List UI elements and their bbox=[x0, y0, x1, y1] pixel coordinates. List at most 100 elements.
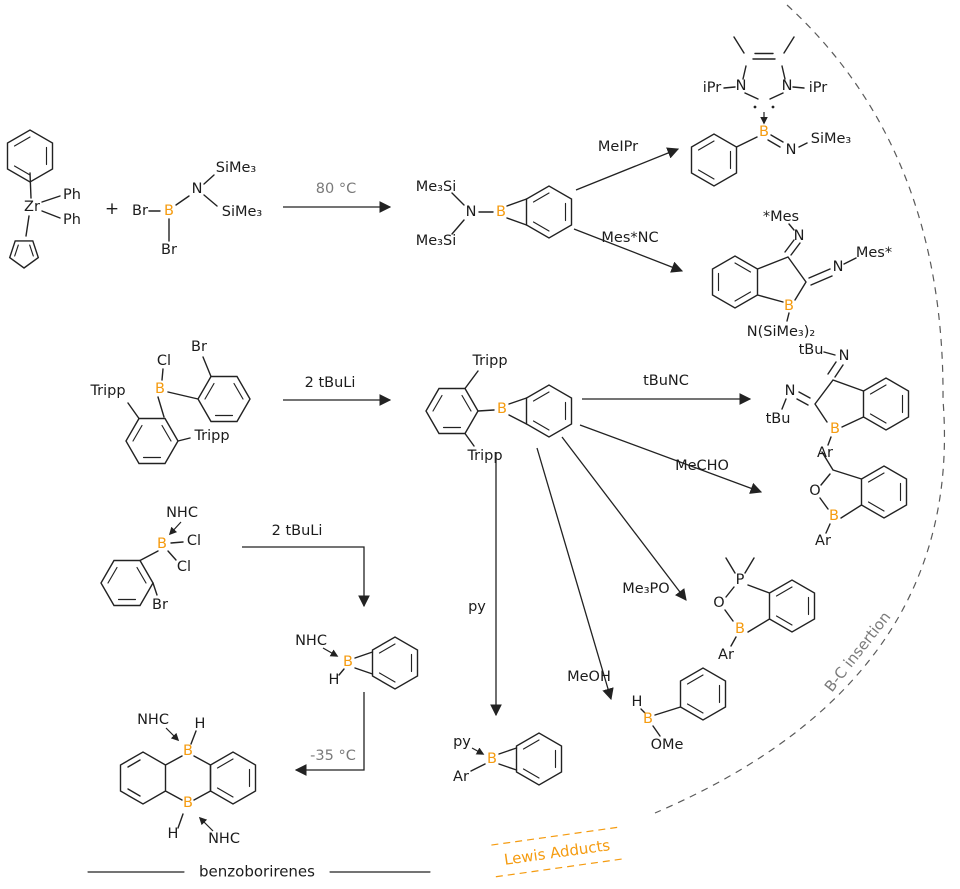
atom-label-boron: B bbox=[829, 508, 839, 524]
atom-label-n: N bbox=[782, 78, 793, 94]
reaction-arrow-3: 2 tBuLi bbox=[242, 523, 370, 608]
bonds bbox=[338, 651, 374, 676]
structure-nhc-benzoborirene: NHC B H bbox=[295, 633, 419, 690]
atom-label-n: N bbox=[736, 78, 747, 94]
condition-label: -35 °C bbox=[310, 748, 356, 764]
benzo-ring bbox=[768, 579, 816, 633]
caption-label: benzoborirenes bbox=[199, 863, 315, 881]
lewis-dashed-rules bbox=[491, 826, 623, 878]
group-label-sime3: SiMe₃ bbox=[811, 131, 852, 147]
atom-label-boron: B bbox=[164, 203, 174, 219]
atom-label-boron: B bbox=[155, 381, 165, 397]
group-label-me3si: Me₃Si bbox=[416, 233, 456, 249]
group-label-nhc: NHC bbox=[137, 712, 169, 728]
arrow-line bbox=[575, 147, 680, 191]
bonds bbox=[25, 172, 61, 237]
group-label-ar: Ar bbox=[815, 533, 831, 549]
atom-label-n: N bbox=[786, 142, 797, 158]
bonds bbox=[756, 223, 857, 322]
atom-label-boron: B bbox=[183, 795, 193, 811]
plus-sign: + bbox=[105, 199, 119, 219]
atom-label-h: H bbox=[195, 716, 206, 732]
bonds bbox=[127, 356, 212, 442]
dative-bond-arrow bbox=[198, 816, 214, 832]
arrow-line bbox=[294, 692, 365, 776]
atom-label-boron: B bbox=[759, 124, 769, 140]
reaction-arrow-4: -35 °C bbox=[294, 692, 365, 776]
reagent-label: tBuNC bbox=[643, 373, 689, 389]
bonds bbox=[451, 192, 528, 235]
dative-bond-arrow bbox=[471, 747, 485, 755]
structure-tripp-benzoborirene: Tripp Tripp B bbox=[425, 353, 573, 464]
atom-label-br: Br bbox=[152, 597, 168, 613]
group-label-tripp: Tripp bbox=[193, 428, 229, 444]
group-label-nhc: NHC bbox=[295, 633, 327, 649]
atom-label-zirconium: Zr bbox=[24, 199, 40, 215]
benzene-ring bbox=[525, 384, 573, 438]
bonds bbox=[470, 747, 518, 772]
benzene-ring bbox=[515, 732, 563, 786]
benzo-ring bbox=[860, 465, 908, 519]
bonds bbox=[640, 706, 682, 737]
bromophenyl-ring bbox=[100, 559, 154, 607]
reagent-label: MeCHO bbox=[675, 458, 729, 474]
structure-nhc-dichloroborane: NHC B Cl Cl Br bbox=[100, 505, 201, 613]
group-label-ipr: iPr bbox=[703, 80, 722, 96]
group-label-nhc: NHC bbox=[208, 831, 240, 847]
structure-bisimino-borole-tbu: tBu N N tBu B Ar bbox=[766, 342, 910, 461]
bonds bbox=[723, 36, 808, 148]
reagent-label: Me₃PO bbox=[622, 581, 669, 597]
reaction-arrow-meipr: MeIPr bbox=[575, 139, 680, 191]
group-label-tripp: Tripp bbox=[89, 383, 125, 399]
arrow-line bbox=[242, 546, 370, 608]
condition-label: 2 tBuLi bbox=[272, 523, 323, 539]
reaction-arrow-py: py bbox=[468, 452, 502, 717]
phenyl-label-top: Ph bbox=[63, 187, 81, 203]
atom-label-boron: B bbox=[830, 421, 840, 437]
arrow-line bbox=[579, 424, 763, 494]
atom-label-boron: B bbox=[497, 401, 507, 417]
group-label-me3si: Me₃Si bbox=[416, 179, 456, 195]
atom-label-h: H bbox=[329, 672, 340, 688]
phenyl-label-bottom: Ph bbox=[63, 212, 81, 228]
reaction-arrow-mecho: MeCHO bbox=[579, 424, 763, 494]
atom-label-h: H bbox=[632, 694, 643, 710]
atom-label-boron: B bbox=[643, 711, 653, 727]
phenyl-ring bbox=[690, 133, 738, 187]
bonds bbox=[148, 174, 218, 242]
carbene-lone-pair-dot bbox=[753, 105, 757, 109]
structure-tripp-chloroborane: Tripp Cl B Br Tripp bbox=[89, 339, 251, 465]
phenyl-ring bbox=[679, 667, 727, 721]
structure-pyridine-borirene-adduct: py Ar B bbox=[453, 732, 563, 786]
atom-label-n: N bbox=[785, 383, 796, 399]
reagent-label: Mes*NC bbox=[601, 230, 658, 246]
group-label-ar: Ar bbox=[453, 769, 469, 785]
arrow-line bbox=[561, 436, 687, 601]
benzene-ring bbox=[371, 636, 419, 690]
caption-lewis-adducts: Lewis Adducts bbox=[491, 826, 623, 878]
atom-label-boron: B bbox=[735, 621, 745, 637]
group-label-ome: OMe bbox=[651, 737, 684, 753]
atom-label-n: N bbox=[833, 259, 844, 275]
terphenyl-ring bbox=[125, 417, 179, 465]
atom-label-n: N bbox=[839, 348, 850, 364]
caption-benzoborirenes: benzoborirenes bbox=[87, 863, 431, 881]
benzene-ring bbox=[525, 185, 573, 239]
atom-label-cl: Cl bbox=[177, 559, 191, 575]
group-label-mes: Mes* bbox=[856, 245, 892, 261]
structure-nhc-iminoborane: iPr N N iPr B N SiMe₃ bbox=[690, 36, 852, 187]
atom-label-cl: Cl bbox=[157, 353, 171, 369]
benzo-ring bbox=[209, 751, 257, 805]
aryl-ring bbox=[425, 387, 479, 435]
structure-methoxyborane: H B OMe bbox=[632, 667, 727, 753]
structure-zirconocene-diphenyl: Zr Ph Ph bbox=[6, 129, 81, 269]
arrow-line bbox=[536, 447, 614, 701]
dative-bond-arrow bbox=[168, 521, 182, 536]
atom-label-boron: B bbox=[157, 536, 167, 552]
bonds bbox=[139, 541, 184, 596]
bonds bbox=[119, 730, 212, 829]
cp-ring-bottom bbox=[8, 240, 39, 269]
arrow-line bbox=[573, 228, 684, 273]
